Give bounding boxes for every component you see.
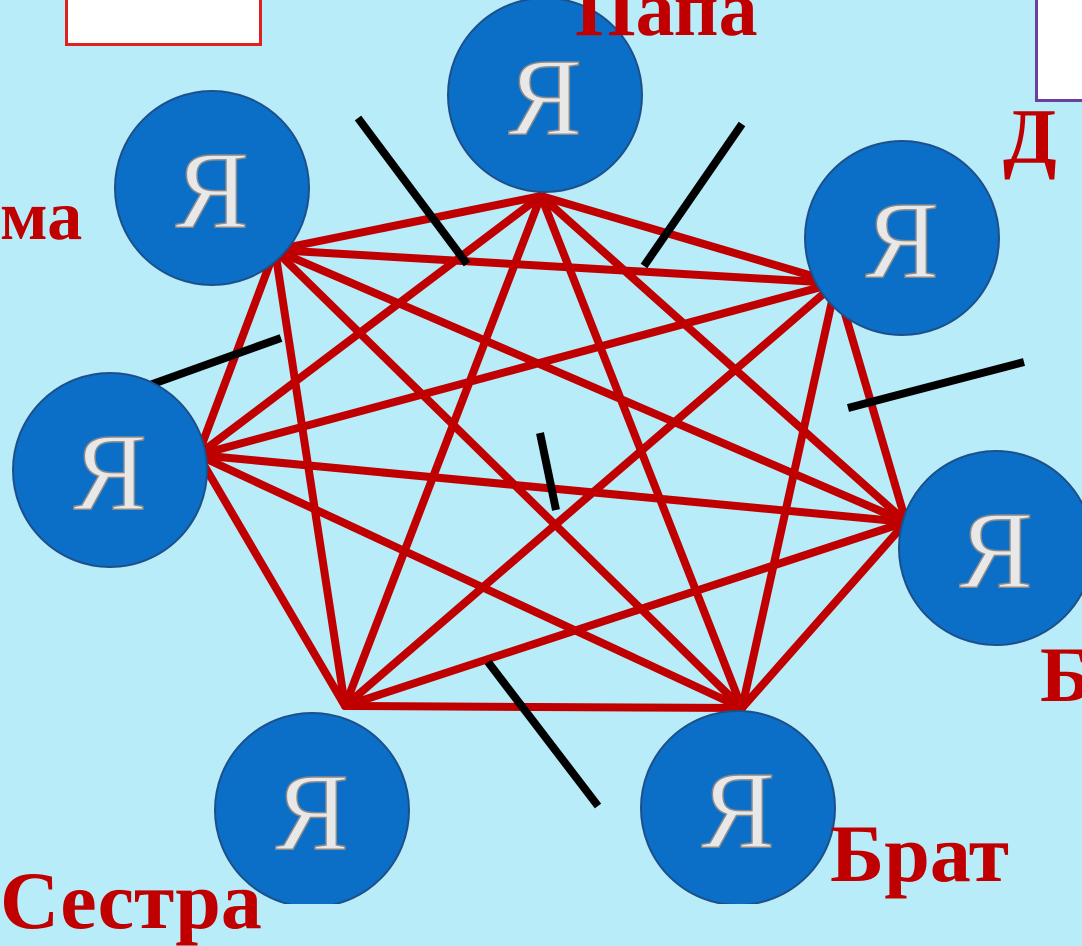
label-d: Д [1003, 93, 1057, 180]
relation-edge [194, 451, 349, 710]
label-mama: ма [0, 178, 83, 255]
relation-edge [194, 451, 746, 712]
person-node-glyph: Я [701, 749, 774, 871]
relation-edge [271, 246, 746, 712]
cut-marks [145, 115, 1026, 809]
person-node-circle [804, 140, 1000, 336]
person-node-glyph: Я [73, 411, 146, 533]
label-b: Б [1040, 631, 1082, 718]
cut-mark [536, 432, 560, 511]
picture-frame-right [1035, 0, 1082, 102]
person-nodes: Я Я Я Я Я Я Я [12, 0, 1082, 904]
person-node: Я [804, 140, 1000, 336]
person-node-circle [12, 372, 208, 568]
person-node-circle [898, 450, 1082, 646]
person-node: Я [898, 450, 1082, 646]
person-node: Я [214, 712, 410, 904]
cut-mark [145, 334, 283, 390]
person-node-glyph: Я [865, 179, 938, 301]
relation-edges [194, 192, 910, 712]
label-papa: Папа [575, 0, 758, 52]
person-node-circle [214, 712, 410, 904]
person-node-glyph: Я [959, 489, 1032, 611]
person-node: Я [12, 372, 208, 568]
cut-mark [484, 659, 602, 809]
relation-edge [271, 246, 910, 526]
person-node: Я [447, 0, 643, 193]
relation-edge [341, 518, 910, 710]
picture-frame-left [65, 0, 262, 46]
relations-graph: Я Я Я Я Я Я Я [12, 0, 1082, 904]
person-node-glyph: Я [508, 36, 581, 158]
relation-edge [341, 192, 545, 710]
relation-edge [738, 279, 840, 712]
person-node-glyph: Я [275, 751, 348, 873]
relation-edge [537, 192, 910, 526]
cut-mark [354, 115, 471, 267]
relation-edge [271, 192, 545, 254]
person-node-circle [447, 0, 643, 193]
person-node: Я [114, 90, 310, 286]
person-node-circle [114, 90, 310, 286]
person-node-circle [640, 710, 836, 904]
relation-edge [194, 279, 840, 459]
relation-edge [738, 518, 910, 712]
relation-edge [194, 192, 545, 459]
relation-edge [537, 192, 840, 287]
label-brat: Брат [830, 808, 1009, 899]
label-sestra: Сестра [0, 855, 262, 946]
relation-edge [271, 246, 349, 710]
cut-mark [846, 358, 1026, 412]
person-node: Я [640, 710, 836, 904]
relation-edge [271, 246, 840, 287]
person-node-glyph: Я [175, 129, 248, 251]
relation-edge [341, 702, 746, 712]
cut-mark [640, 121, 746, 269]
